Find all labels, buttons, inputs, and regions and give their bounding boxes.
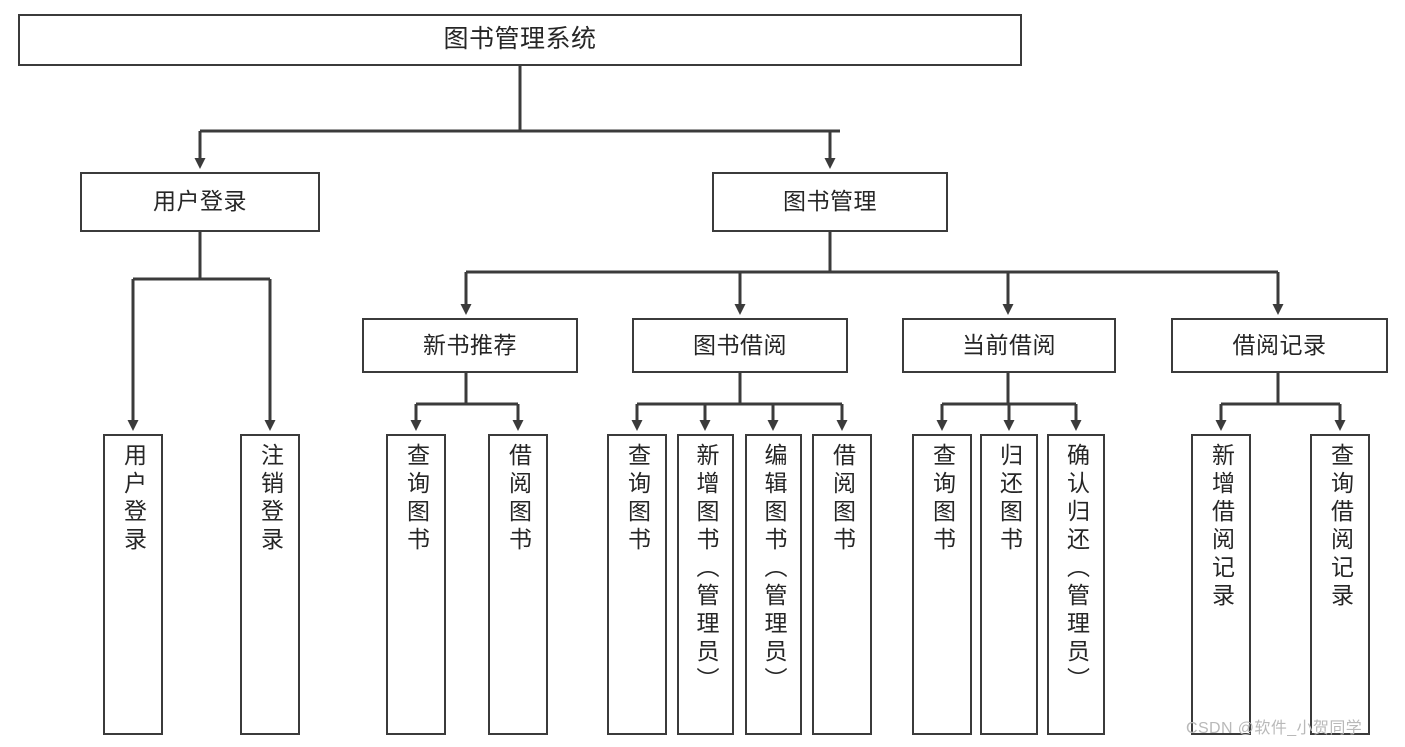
leaf-logout[interactable]: 注销登录: [240, 434, 300, 735]
node-user-login[interactable]: 用户登录: [80, 172, 320, 232]
leaf-add-borrow-record[interactable]: 新增借阅记录: [1191, 434, 1251, 735]
csdn-watermark: CSDN @软件_小贺同学: [1186, 720, 1363, 737]
node-book-borrow[interactable]: 图书借阅: [632, 318, 848, 373]
node-label: 新增借阅记录: [1208, 443, 1235, 611]
node-label: 当前借阅: [962, 331, 1056, 358]
node-label: 借阅图书: [505, 443, 532, 555]
node-borrow-record[interactable]: 借阅记录: [1171, 318, 1388, 373]
node-label: 新增图书（管理员）: [693, 443, 719, 695]
leaf-edit-book-admin[interactable]: 编辑图书（管理员）: [745, 434, 802, 735]
node-label: 图书管理系统: [443, 25, 597, 54]
leaf-query-book-recommend[interactable]: 查询图书: [386, 434, 446, 735]
node-label: 新书推荐: [423, 331, 517, 358]
node-label: 查询图书: [624, 443, 651, 555]
node-label: 查询借阅记录: [1327, 443, 1354, 611]
node-label: 用户登录: [120, 443, 147, 555]
leaf-user-login[interactable]: 用户登录: [103, 434, 163, 735]
leaf-query-book-borrow[interactable]: 查询图书: [607, 434, 667, 735]
node-new-book-recommend[interactable]: 新书推荐: [362, 318, 578, 373]
node-label: 查询图书: [403, 443, 430, 555]
leaf-borrow-book-recommend[interactable]: 借阅图书: [488, 434, 548, 735]
node-label: 借阅图书: [829, 443, 856, 555]
node-label: 图书管理: [783, 188, 877, 215]
node-current-borrow[interactable]: 当前借阅: [902, 318, 1116, 373]
leaf-add-book-admin[interactable]: 新增图书（管理员）: [677, 434, 734, 735]
leaf-return-book[interactable]: 归还图书: [980, 434, 1038, 735]
node-label: 查询图书: [929, 443, 956, 555]
node-label: 注销登录: [257, 443, 284, 555]
node-label: 用户登录: [153, 188, 247, 215]
node-label: 编辑图书（管理员）: [761, 443, 787, 695]
node-label: 确认归还（管理员）: [1063, 443, 1090, 695]
node-book-management[interactable]: 图书管理: [712, 172, 948, 232]
node-label: 图书借阅: [693, 331, 787, 358]
node-label: 归还图书: [996, 443, 1023, 555]
leaf-borrow-book[interactable]: 借阅图书: [812, 434, 872, 735]
leaf-query-book-current[interactable]: 查询图书: [912, 434, 972, 735]
node-root-system[interactable]: 图书管理系统: [18, 14, 1022, 66]
leaf-query-borrow-record[interactable]: 查询借阅记录: [1310, 434, 1370, 735]
node-label: 借阅记录: [1232, 331, 1327, 358]
leaf-confirm-return-admin[interactable]: 确认归还（管理员）: [1047, 434, 1105, 735]
